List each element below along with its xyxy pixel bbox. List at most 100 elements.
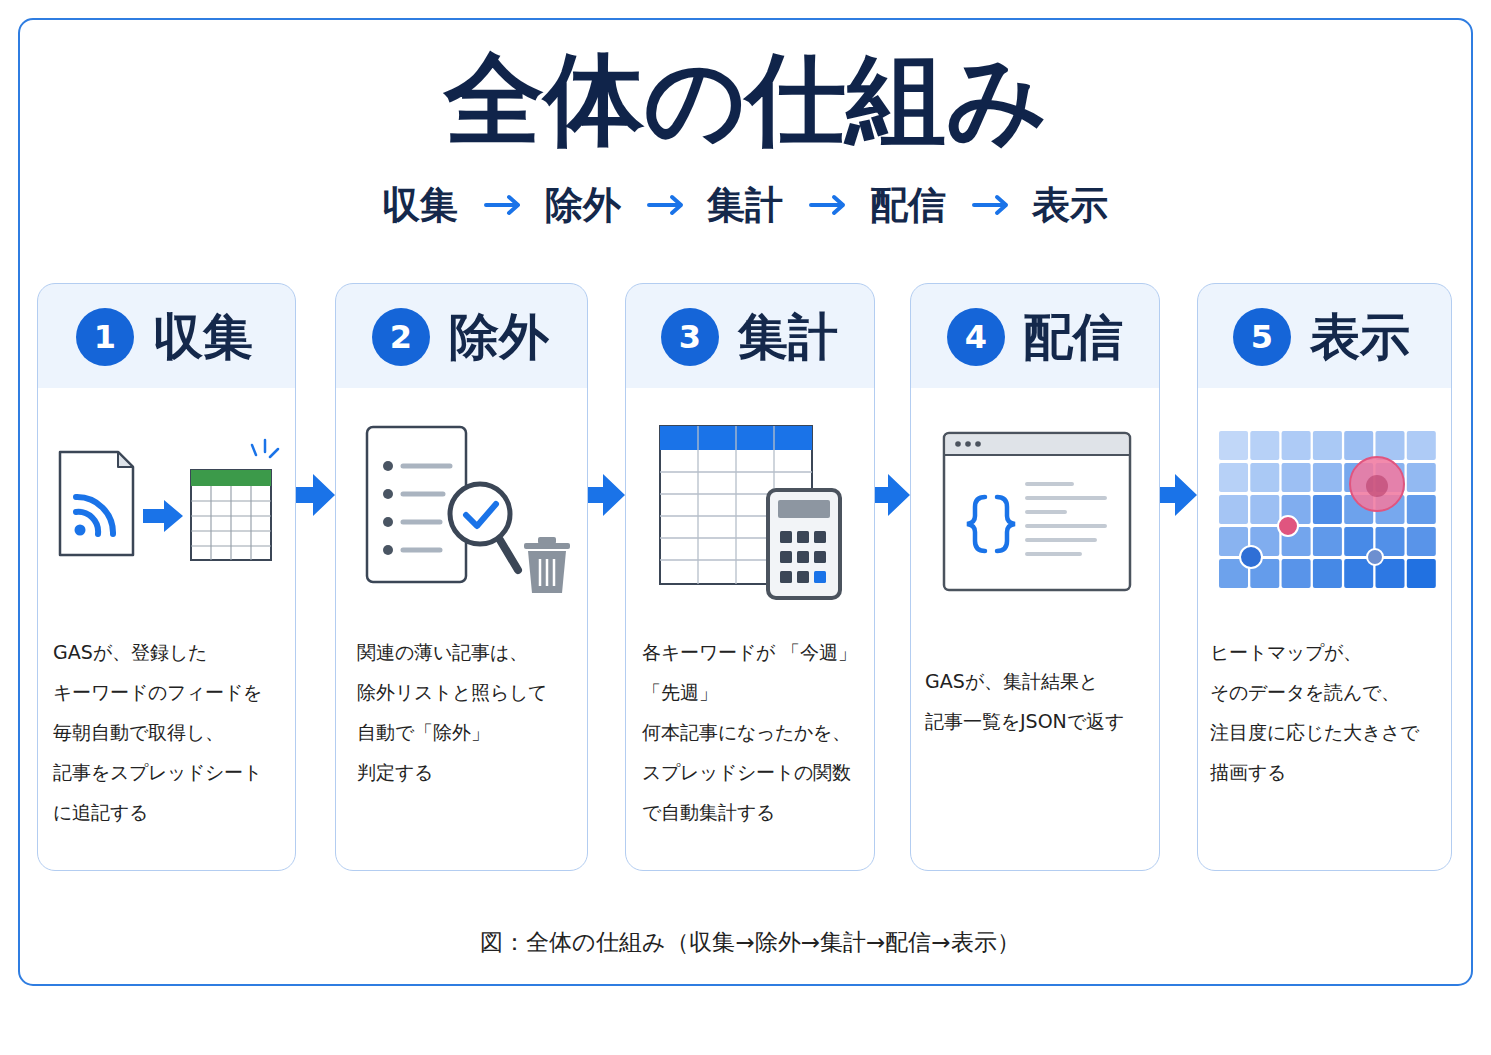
flow-arrow bbox=[588, 474, 625, 516]
small-arrow-icon bbox=[143, 500, 183, 532]
card-heading: 収集 bbox=[153, 307, 253, 367]
calculator-icon bbox=[797, 531, 809, 543]
process-card: 除外関連の薄い記事は、 除外リストと照らして 自動で「除外」 判定する2 bbox=[335, 283, 588, 871]
heatmap-cell bbox=[1282, 431, 1311, 460]
heatmap-bubble bbox=[1366, 475, 1388, 497]
step-number: 5 bbox=[1251, 308, 1273, 366]
process-card: 配信 GASが、集計結果と 記事一覧をJSONで返す 4 bbox=[910, 283, 1160, 871]
calculator-icon bbox=[797, 551, 809, 563]
trash-icon bbox=[540, 559, 554, 586]
heatmap-cell bbox=[1219, 495, 1248, 524]
magnifier-icon bbox=[450, 484, 510, 544]
card-body: ヒートマップが、 そのデータを読んで、 注目度に応じた大きさで 描画する bbox=[1210, 632, 1442, 792]
calculator-icon bbox=[814, 531, 826, 543]
table-icon bbox=[660, 426, 812, 584]
flow-step-label: 収集 bbox=[340, 181, 500, 229]
spreadsheet-icon bbox=[191, 470, 271, 486]
heatmap-cell bbox=[1313, 431, 1342, 460]
calculator-icon bbox=[814, 551, 826, 563]
heatmap-cell bbox=[1282, 463, 1311, 492]
process-card: 集計各キーワードが 「今週」「先週」 何本記事になったかを、 スプレッドシートの… bbox=[625, 283, 875, 871]
json-window-icon bbox=[955, 441, 961, 447]
small-arrow-icon bbox=[143, 500, 183, 532]
json-window-icon bbox=[965, 441, 971, 447]
spreadsheet-icon bbox=[191, 486, 271, 560]
flow-arrow bbox=[875, 474, 910, 516]
outer-frame bbox=[19, 19, 1472, 985]
spreadsheet-icon bbox=[191, 470, 271, 560]
trash-icon bbox=[538, 537, 556, 544]
table-icon bbox=[660, 426, 812, 584]
spreadsheet-icon bbox=[191, 440, 278, 560]
card-heading: 配信 bbox=[1023, 307, 1123, 367]
calculator-icon bbox=[768, 490, 840, 598]
heatmap-bubble bbox=[1367, 549, 1383, 565]
heatmap-cell bbox=[1250, 463, 1279, 492]
heatmap-cell bbox=[1344, 495, 1373, 524]
heatmap-cell bbox=[1219, 463, 1248, 492]
heatmap-cell bbox=[1407, 431, 1436, 460]
magnifier-icon bbox=[500, 540, 518, 570]
calculator-icon bbox=[797, 571, 809, 583]
heatmap-bubble bbox=[1240, 546, 1262, 568]
heatmap-cell bbox=[1376, 559, 1405, 588]
checklist-icon bbox=[367, 427, 466, 582]
card-body: 関連の薄い記事は、 除外リストと照らして 自動で「除外」 判定する bbox=[357, 632, 557, 792]
magnifier-icon bbox=[466, 504, 496, 526]
checklist-icon bbox=[383, 545, 393, 555]
heatmap-cell bbox=[1313, 495, 1342, 524]
checklist-icon bbox=[383, 461, 393, 471]
magnifier-icon bbox=[450, 484, 518, 570]
spreadsheet-icon bbox=[252, 440, 278, 457]
card-heading: 表示 bbox=[1310, 307, 1410, 367]
heatmap-cell bbox=[1219, 527, 1248, 556]
calculator-icon bbox=[778, 500, 830, 518]
heatmap-cell bbox=[1376, 527, 1405, 556]
heatmap-cell bbox=[1376, 495, 1405, 524]
json-window-icon bbox=[967, 497, 985, 551]
heatmap-cell bbox=[1344, 527, 1373, 556]
checklist-icon bbox=[383, 489, 393, 499]
rss-document-icon bbox=[76, 497, 113, 534]
rss-document-icon bbox=[75, 525, 86, 536]
heatmap-cell bbox=[1282, 559, 1311, 588]
calculator-icon bbox=[780, 531, 792, 543]
json-window-icon bbox=[997, 497, 1015, 551]
heatmap-cell bbox=[1219, 431, 1436, 588]
card-body: 各キーワードが 「今週」「先週」 何本記事になったかを、 スプレッドシートの関数… bbox=[642, 632, 868, 832]
checklist-icon bbox=[403, 466, 450, 550]
json-window-icon bbox=[944, 433, 1130, 590]
step-number: 1 bbox=[94, 308, 116, 366]
calculator-icon bbox=[780, 551, 792, 563]
heatmap-cell bbox=[1407, 495, 1436, 524]
table-icon bbox=[660, 426, 812, 584]
diagram-title: 全体の仕組み bbox=[0, 38, 1491, 162]
process-card: 表示ヒートマップが、 そのデータを読んで、 注目度に応じた大きさで 描画する 5 bbox=[1197, 283, 1452, 871]
trash-icon bbox=[524, 537, 570, 593]
card-body: GASが、集計結果と 記事一覧をJSONで返す bbox=[925, 661, 1151, 741]
step-number: 4 bbox=[965, 308, 987, 366]
json-window-icon bbox=[944, 433, 1130, 590]
heatmap-cell bbox=[1250, 495, 1279, 524]
flow-step-label: 集計 bbox=[665, 181, 825, 229]
json-window-icon bbox=[975, 441, 981, 447]
json-window-icon bbox=[1027, 484, 1105, 554]
rss-document-icon bbox=[60, 452, 133, 555]
step-badge: 5 bbox=[1233, 308, 1291, 366]
card-body: GASが、登録した キーワードのフィードを 毎朝自動で取得し、 記事をスプレッド… bbox=[53, 632, 279, 832]
rss-document-icon bbox=[76, 512, 98, 534]
heatmap-bubble bbox=[1240, 457, 1404, 568]
heatmap-cell bbox=[1407, 527, 1436, 556]
subtitle-arrow bbox=[811, 197, 843, 213]
step-badge: 3 bbox=[661, 308, 719, 366]
heatmap-cell bbox=[1313, 559, 1342, 588]
trash-icon bbox=[528, 551, 566, 593]
step-badge: 1 bbox=[76, 308, 134, 366]
calculator-icon bbox=[768, 490, 840, 598]
step-number: 3 bbox=[679, 308, 701, 366]
calculator-icon bbox=[814, 571, 826, 583]
table-icon bbox=[660, 426, 812, 450]
flow-step-label: 配信 bbox=[828, 181, 988, 229]
heatmap-bubble bbox=[1278, 516, 1298, 536]
heatmap-bubble bbox=[1350, 457, 1404, 511]
